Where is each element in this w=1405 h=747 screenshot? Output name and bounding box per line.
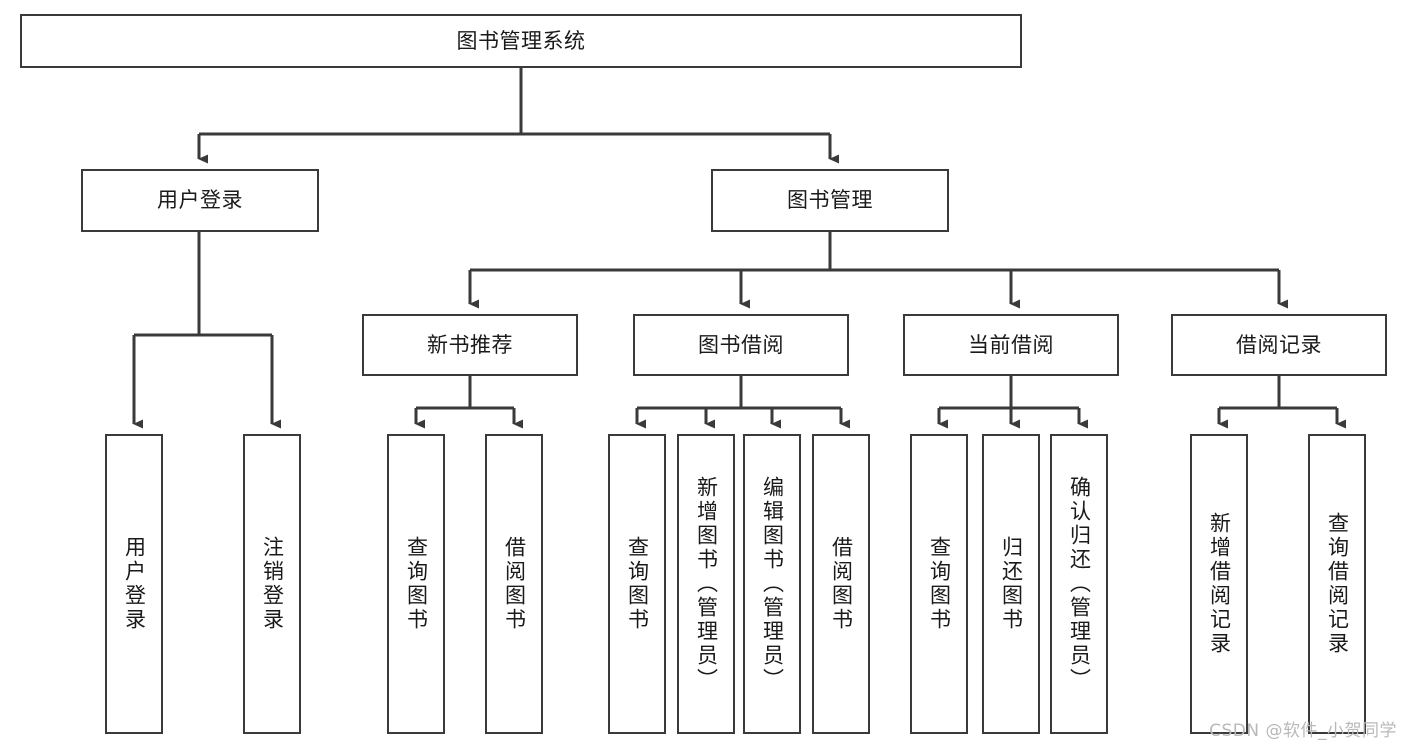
node-leaf-return-book[interactable]: 归还图书 [982, 434, 1040, 734]
node-leaf-query-book-1-label: 查询图书 [404, 536, 429, 632]
node-book-manage[interactable]: 图书管理 [711, 169, 949, 232]
node-borrow-record[interactable]: 借阅记录 [1171, 314, 1387, 376]
node-book-borrow-label: 图书借阅 [698, 332, 784, 357]
node-current-borrow-label: 当前借阅 [968, 332, 1054, 357]
node-leaf-query-record[interactable]: 查询借阅记录 [1308, 434, 1366, 734]
node-leaf-user-logout[interactable]: 注销登录 [243, 434, 301, 734]
node-leaf-confirm-return-label: 确认归还（管理员） [1067, 476, 1092, 692]
node-leaf-borrow-book-1[interactable]: 借阅图书 [485, 434, 543, 734]
node-leaf-borrow-book-2[interactable]: 借阅图书 [812, 434, 870, 734]
node-leaf-edit-book-label: 编辑图书（管理员） [760, 476, 785, 692]
node-leaf-query-book-3[interactable]: 查询图书 [910, 434, 968, 734]
node-leaf-user-logout-label: 注销登录 [260, 536, 285, 632]
node-leaf-add-record[interactable]: 新增借阅记录 [1190, 434, 1248, 734]
node-borrow-record-label: 借阅记录 [1236, 332, 1322, 357]
node-leaf-query-book-3-label: 查询图书 [927, 536, 952, 632]
node-leaf-add-record-label: 新增借阅记录 [1207, 512, 1232, 656]
node-leaf-query-book-2-label: 查询图书 [625, 536, 650, 632]
node-root-label: 图书管理系统 [456, 28, 586, 53]
node-user-login[interactable]: 用户登录 [81, 169, 319, 232]
node-book-manage-label: 图书管理 [787, 188, 873, 213]
node-new-book-recommend-label: 新书推荐 [427, 332, 513, 357]
node-user-login-label: 用户登录 [157, 188, 243, 213]
node-leaf-add-book[interactable]: 新增图书（管理员） [677, 434, 735, 734]
node-leaf-add-book-label: 新增图书（管理员） [694, 476, 719, 692]
node-leaf-user-login[interactable]: 用户登录 [105, 434, 163, 734]
node-leaf-return-book-label: 归还图书 [999, 536, 1024, 632]
node-root[interactable]: 图书管理系统 [20, 14, 1022, 68]
node-current-borrow[interactable]: 当前借阅 [903, 314, 1119, 376]
node-leaf-borrow-book-2-label: 借阅图书 [829, 536, 854, 632]
node-book-borrow[interactable]: 图书借阅 [633, 314, 849, 376]
node-leaf-query-book-2[interactable]: 查询图书 [608, 434, 666, 734]
node-leaf-borrow-book-1-label: 借阅图书 [502, 536, 527, 632]
node-leaf-user-login-label: 用户登录 [122, 536, 147, 632]
node-leaf-query-record-label: 查询借阅记录 [1325, 512, 1350, 656]
csdn-watermark: CSDN @软件_小贺同学 [1209, 721, 1397, 741]
node-leaf-edit-book[interactable]: 编辑图书（管理员） [743, 434, 801, 734]
node-new-book-recommend[interactable]: 新书推荐 [362, 314, 578, 376]
node-leaf-query-book-1[interactable]: 查询图书 [387, 434, 445, 734]
node-leaf-confirm-return[interactable]: 确认归还（管理员） [1050, 434, 1108, 734]
